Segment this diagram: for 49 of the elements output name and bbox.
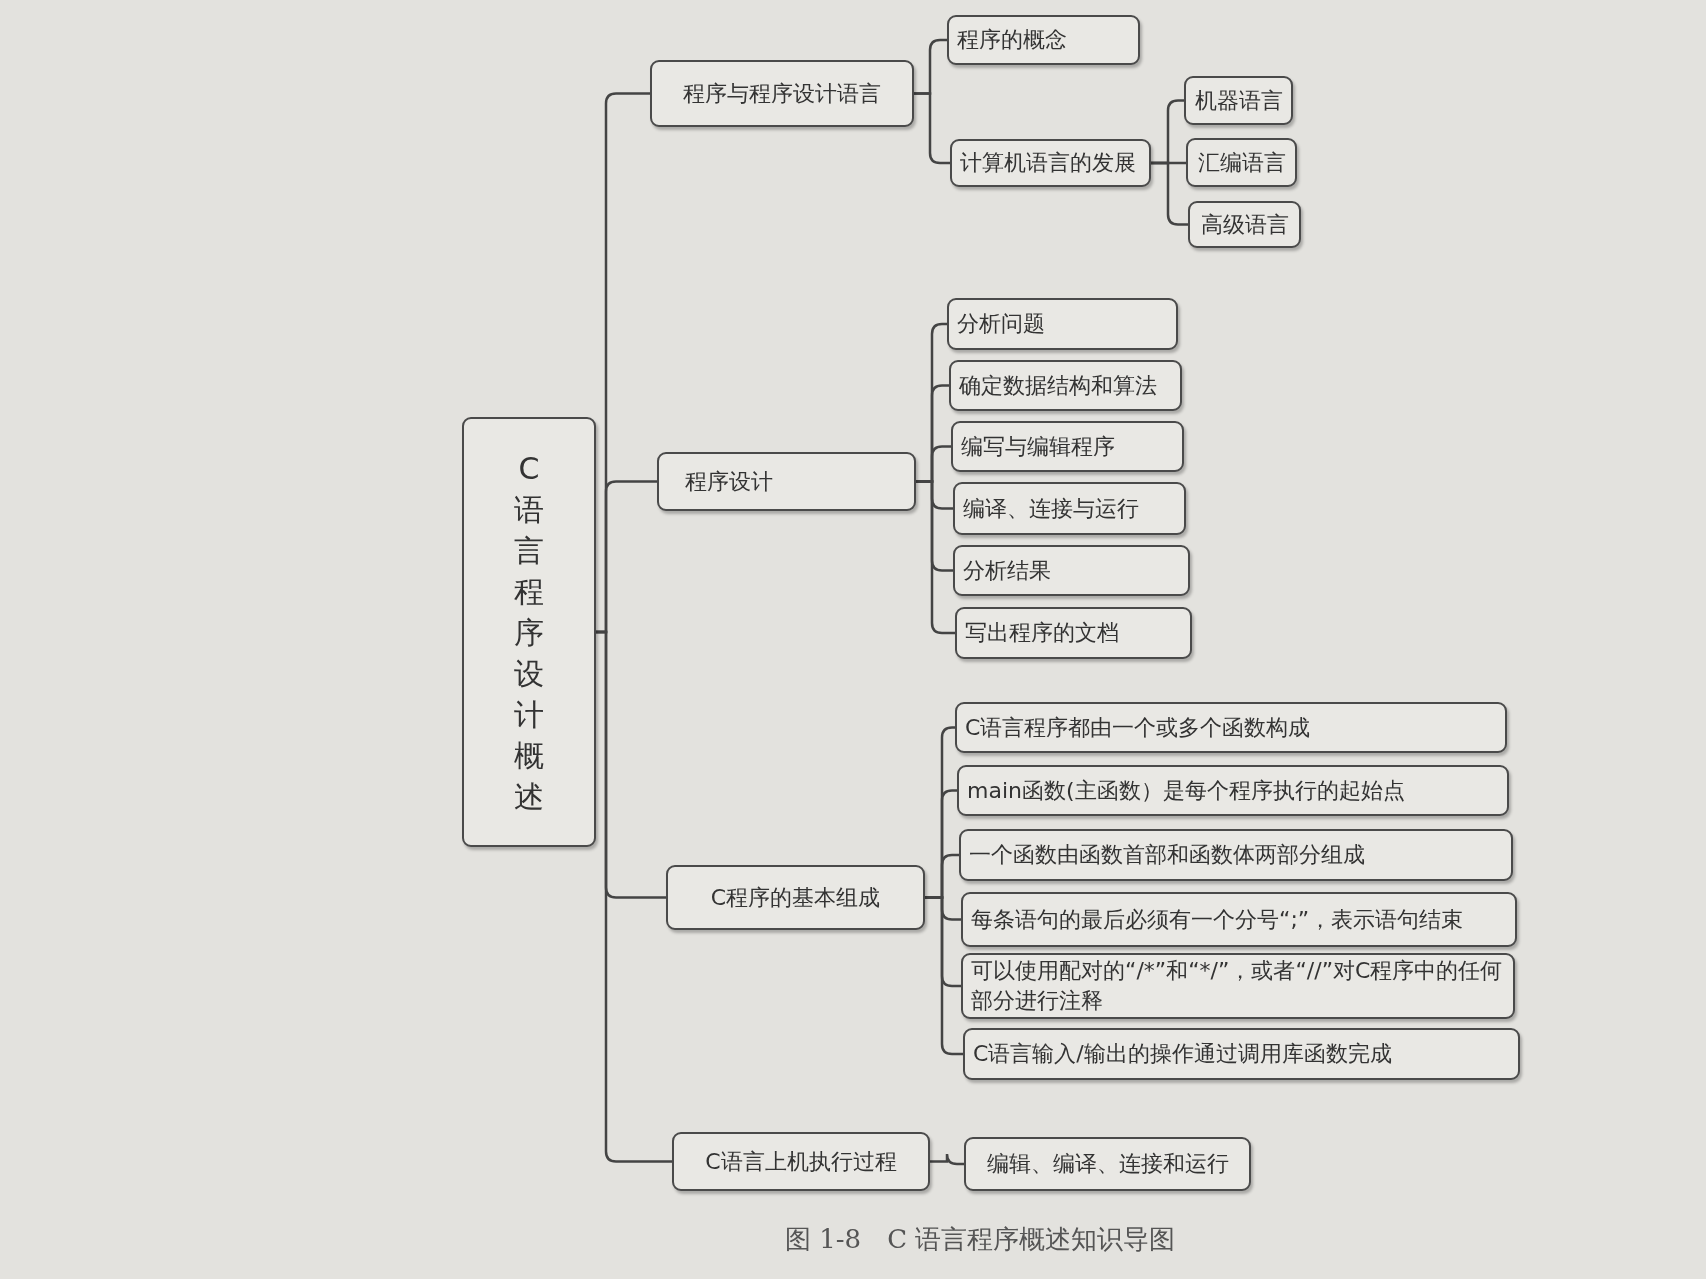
branch-box	[957, 765, 1509, 816]
caption: 图 1-8 C 语言程序概述知识导图	[785, 1223, 1176, 1256]
node-text: 计算机语言的发展	[960, 149, 1136, 177]
branch-box	[950, 139, 1151, 187]
branch-box	[951, 421, 1184, 472]
connector-line	[596, 630, 672, 1163]
branch-box	[963, 1028, 1520, 1080]
topic-box	[462, 417, 596, 847]
node-text: 程序设计	[685, 467, 773, 496]
branch-box	[949, 360, 1182, 411]
node-text: main函数(主函数）是每个程序执行的起始点	[967, 776, 1405, 805]
node-text: 写出程序的文档	[965, 619, 1119, 647]
node-text: 程序与程序设计语言	[683, 79, 881, 108]
node-text: 编辑、编译、连接和运行	[986, 1150, 1229, 1178]
node-text: 机器语言	[1194, 86, 1283, 115]
node-text: C语言输入/输出的操作通过调用库函数完成	[973, 1040, 1392, 1068]
branch-box	[959, 829, 1513, 881]
node-text: C语言程序都由一个或多个函数构成	[965, 713, 1311, 742]
branch-box	[964, 1137, 1251, 1191]
node-text: 可以使用配对的“/*”和“*/”，或者“//”对C程序中的任何部分进行注释	[971, 957, 1504, 1015]
branch-box	[657, 452, 916, 511]
branch-box	[650, 60, 914, 127]
node-text: 汇编语言	[1197, 148, 1286, 177]
connector-line	[930, 1152, 964, 1166]
branch-box	[953, 482, 1186, 535]
branch-box	[955, 607, 1192, 659]
branch-box	[672, 1132, 930, 1191]
node-text: 分析结果	[963, 556, 1051, 585]
branch-box	[1188, 201, 1301, 248]
node-text: 分析问题	[957, 310, 1045, 338]
branch-box	[1184, 76, 1293, 125]
branch-box	[953, 545, 1190, 596]
branch-box	[947, 298, 1178, 350]
node-text: 每条语句的最后必须有一个分号“;”，表示语句结束	[971, 905, 1464, 934]
node-text: 编译、连接与运行	[963, 494, 1139, 523]
node-text: 程序的概念	[957, 26, 1067, 54]
branch-box	[947, 15, 1140, 65]
node-text: C语言上机执行过程	[705, 1147, 897, 1176]
node-text: 高级语言	[1200, 210, 1289, 239]
branch-box	[1186, 138, 1297, 187]
node-text: 一个函数由函数首部和函数体两部分组成	[969, 841, 1365, 869]
branch-box	[666, 865, 925, 930]
branch-box	[955, 702, 1507, 753]
branch-box	[961, 953, 1515, 1019]
node-text: 确定数据结构和算法	[959, 371, 1157, 400]
node-text: C程序的基本组成	[710, 883, 881, 912]
branch-box	[961, 892, 1517, 947]
node-text: 编写与编辑程序	[961, 432, 1115, 461]
node-text: C语言程序设计概述	[513, 449, 545, 816]
